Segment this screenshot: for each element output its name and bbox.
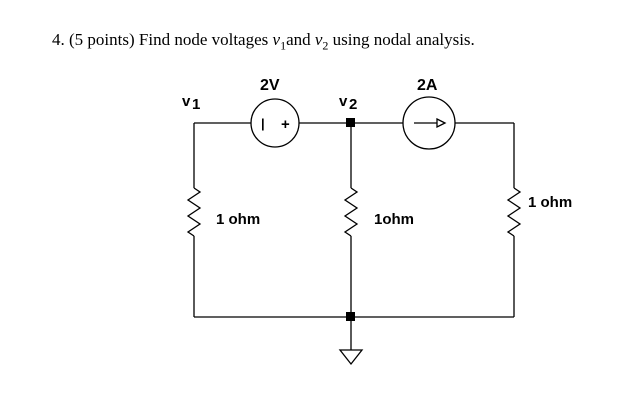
question-points: (5 points): [69, 30, 135, 49]
question-var1: v: [272, 30, 281, 49]
question-number: 4.: [52, 30, 65, 49]
resistor-middle-label: 1ohm: [374, 211, 414, 228]
node-ground-marker: [346, 312, 355, 321]
current-source-label: 2A: [417, 77, 438, 94]
question-text-after: using nodal analysis.: [332, 30, 475, 49]
node-v2-sub: 2: [349, 96, 357, 113]
ground-symbol: [338, 349, 364, 366]
node-v1-label: v: [182, 93, 191, 110]
resistor-left: [186, 187, 202, 237]
resistor-right-label: 1 ohm: [528, 194, 572, 211]
question-var2-sub: 2: [322, 38, 329, 53]
node-v2-label: v: [339, 93, 348, 110]
current-arrow-head: [436, 117, 447, 129]
resistor-right: [506, 187, 522, 237]
node-v1-sub: 1: [192, 96, 200, 113]
voltage-source: [250, 98, 300, 148]
voltage-source-plus: +: [281, 116, 290, 133]
voltage-source-minus: |: [261, 116, 265, 131]
question-var2: v: [314, 30, 323, 49]
question-joiner: and: [286, 30, 311, 49]
resistor-middle: [343, 187, 359, 237]
question-text: 4. (5 points) Find node voltages v1and v…: [52, 30, 475, 53]
node-v2-marker: [346, 118, 355, 127]
question-text-before: Find node voltages: [138, 30, 269, 49]
resistor-left-label: 1 ohm: [216, 211, 260, 228]
current-source: [402, 96, 456, 150]
voltage-source-label: 2V: [260, 77, 280, 94]
question-var1-sub: 1: [280, 38, 287, 53]
